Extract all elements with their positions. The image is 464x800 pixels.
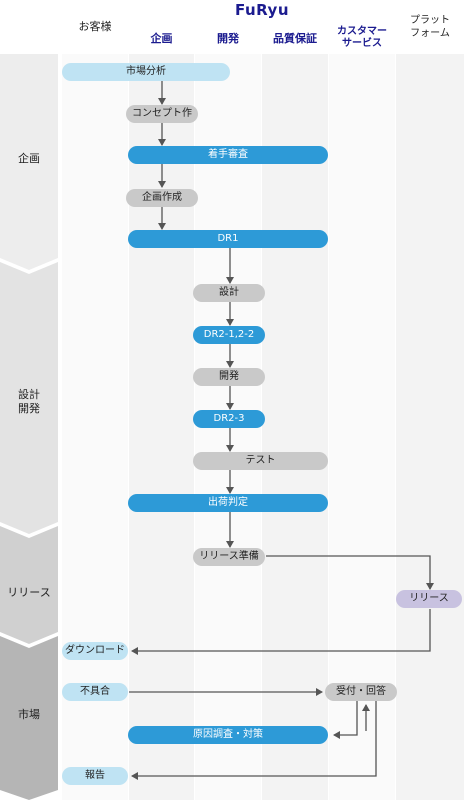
node-test: テスト <box>193 452 328 470</box>
node-receive-answer: 受付・回答 <box>325 683 397 701</box>
header-platform: プラットフォーム <box>396 14 464 40</box>
arrow-prep-release <box>266 555 434 590</box>
header-planning: 企画 <box>150 32 173 45</box>
header-qa: 品質保証 <box>273 32 317 45</box>
header-platform-text: プラットフォーム <box>410 15 450 39</box>
header-cs: カスタマーサービス <box>329 26 395 50</box>
node-defect: 不具合 <box>62 683 128 701</box>
node-start-review: 着手審査 <box>128 146 328 164</box>
column-cs-bg <box>329 54 395 800</box>
phase-band-release <box>0 526 58 644</box>
node-release: リリース <box>396 590 462 608</box>
furyu-logo: FuRyu <box>234 1 289 19</box>
arrow-receive-rootcause <box>333 701 358 739</box>
column-platform-bg <box>396 54 464 800</box>
node-design: 設計 <box>193 284 265 302</box>
phase-band-market <box>0 636 58 800</box>
node-ship-judgement: 出荷判定 <box>128 494 328 512</box>
node-report: 報告 <box>62 767 128 785</box>
header-dev: 開発 <box>217 32 239 45</box>
phase-band-design-dev <box>0 262 58 534</box>
node-planning-doc: 企画作成 <box>126 189 198 207</box>
phase-label-design-dev-text: 設計開発 <box>18 388 40 415</box>
column-customer-bg <box>62 54 128 800</box>
phase-label-design-dev: 設計開発 <box>0 388 58 416</box>
node-develop: 開発 <box>193 368 265 386</box>
phase-band-planning <box>0 54 58 270</box>
node-dr2-3: DR2-3 <box>193 410 265 428</box>
phase-label-planning: 企画 <box>18 152 40 165</box>
node-download: ダウンロード <box>62 642 128 660</box>
arrow-release-download <box>131 609 431 655</box>
header-customer: お客様 <box>78 20 112 33</box>
node-root-cause: 原因調査・対策 <box>128 726 328 744</box>
node-dr1: DR1 <box>128 230 328 248</box>
node-release-prep: リリース準備 <box>193 548 265 566</box>
phase-label-release: リリース <box>7 586 51 599</box>
node-concept: コンセプト作 <box>126 105 198 123</box>
node-market-analysis: 市場分析 <box>62 63 230 81</box>
node-dr2-1: DR2-1,2-2 <box>193 326 265 344</box>
column-qa-bg <box>262 54 328 800</box>
phase-label-market: 市場 <box>18 708 40 721</box>
header-cs-text: カスタマーサービス <box>337 26 387 49</box>
arrow-receive-report <box>131 701 377 780</box>
